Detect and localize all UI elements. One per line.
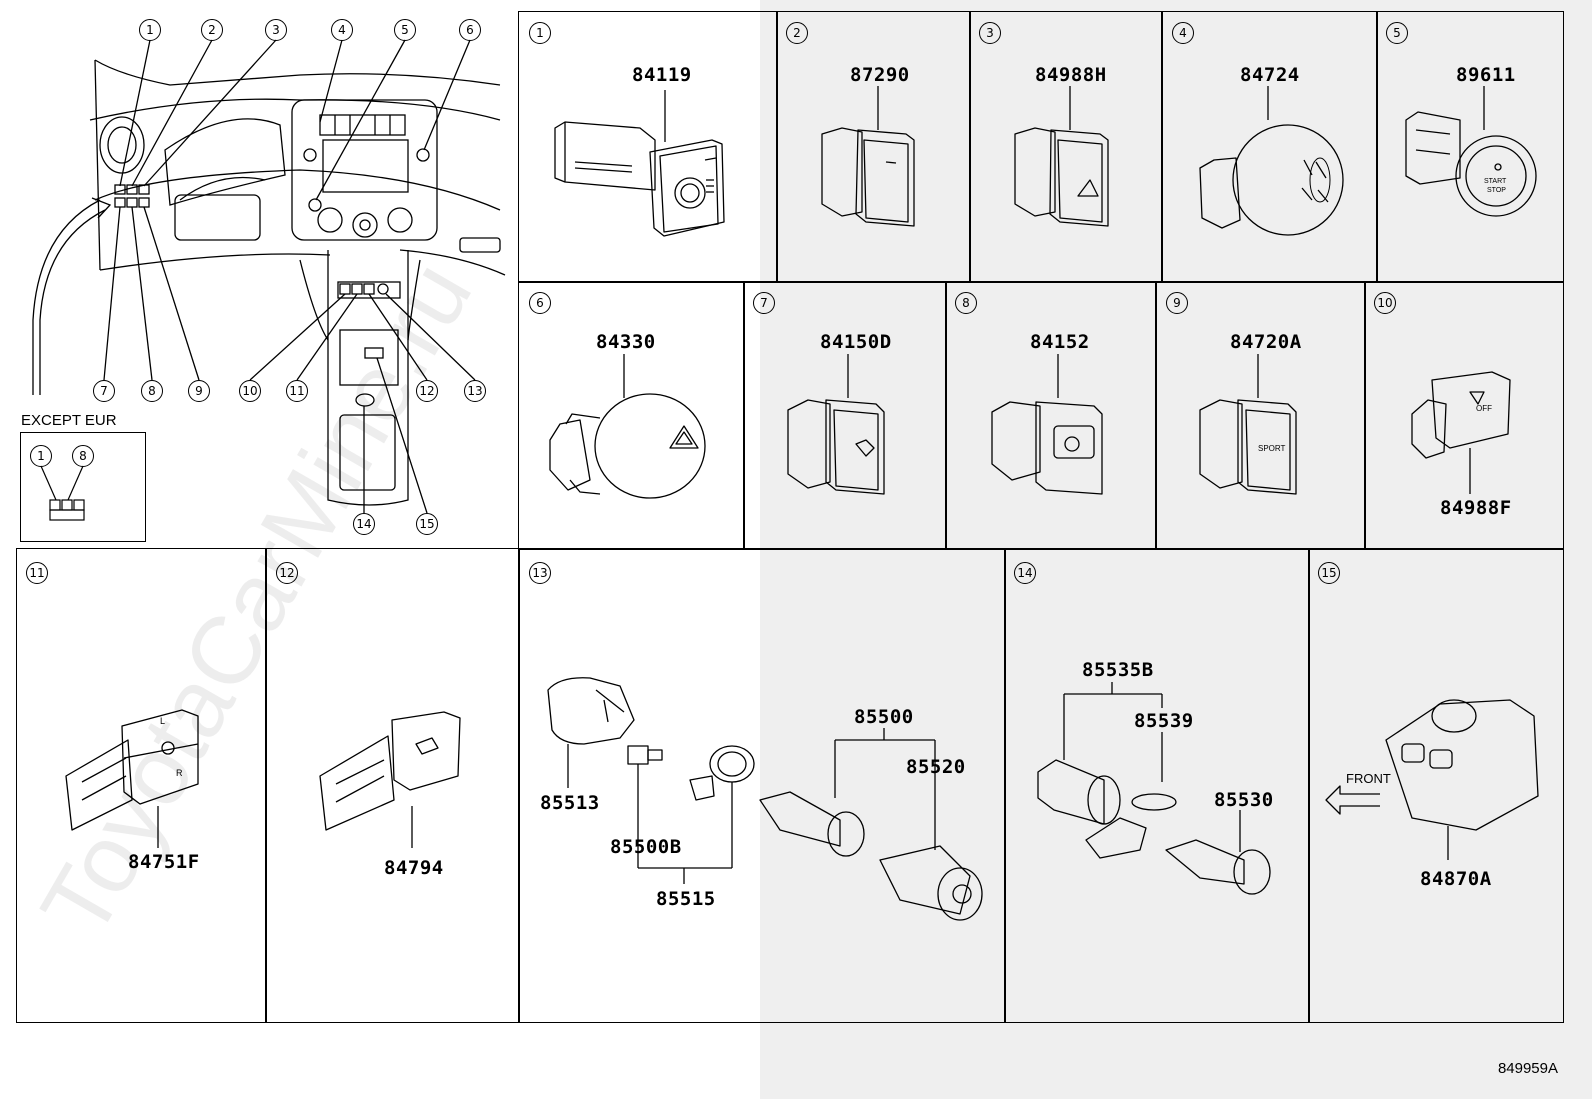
part-84751F: 84751F [128,851,200,873]
except-eur-box [20,432,146,542]
part-85535B: 85535B [1082,659,1154,681]
part-84150D: 84150D [820,331,892,353]
part-85500: 85500 [854,706,914,728]
overview-callout-15: 15 [416,513,438,535]
part-89611: 89611 [1456,64,1516,86]
overview-callout-11: 11 [286,380,308,402]
cell-12-index: 12 [276,562,298,584]
overview-callout-14: 14 [353,513,375,535]
cell-6 [518,281,745,550]
cell-15-index: 15 [1318,562,1340,584]
cell-9-index: 9 [1166,292,1188,314]
cell-9 [1155,281,1366,550]
cell-6-index: 6 [529,292,551,314]
overview-callout-12: 12 [416,380,438,402]
mirror-r-text: R [176,768,183,778]
cell-13 [518,548,1006,1023]
cell-4-index: 4 [1172,22,1194,44]
overview-callout-9: 9 [188,380,210,402]
cell-10-index: 10 [1374,292,1396,314]
cell-14 [1004,548,1310,1023]
cell-12 [265,548,520,1023]
part-87290: 87290 [850,64,910,86]
dashboard-overview-drawing [32,39,506,521]
overview-callout-5: 5 [394,19,416,41]
off-text: OFF [1476,404,1492,413]
part-84988H: 84988H [1035,64,1107,86]
mirror-l-text: L [160,716,166,726]
cell-3 [969,11,1163,283]
front-label: FRONT [1346,771,1391,786]
cell-8 [945,281,1157,550]
overview-callout-10: 10 [239,380,261,402]
cell-2-index: 2 [786,22,808,44]
part-84330: 84330 [596,331,656,353]
cell-10 [1364,281,1564,550]
except-callout-8: 8 [72,445,94,467]
cell-15 [1308,548,1564,1023]
cell-7-index: 7 [753,292,775,314]
cell-8-index: 8 [955,292,977,314]
start-stop-text-2: STOP [1487,187,1506,194]
part-84152: 84152 [1030,331,1090,353]
cell-5 [1376,11,1564,283]
except-eur-label: EXCEPT EUR [21,412,117,429]
part-85539: 85539 [1134,710,1194,732]
overview-callout-7: 7 [93,380,115,402]
part-85515: 85515 [656,888,716,910]
diagram-code: 849959A [1497,1060,1558,1077]
overview-callout-2: 2 [201,19,223,41]
part-85500B: 85500B [610,836,682,858]
overview-callout-3: 3 [265,19,287,41]
part-84720A: 84720A [1230,331,1302,353]
cell-4 [1161,11,1378,283]
cell-1-index: 1 [529,22,551,44]
except-callout-1: 1 [30,445,52,467]
cell-3-index: 3 [979,22,1001,44]
cell-7 [743,281,947,550]
cell-13-index: 13 [529,562,551,584]
overview-callout-1: 1 [139,19,161,41]
part-85520: 85520 [906,756,966,778]
part-84794: 84794 [384,857,444,879]
cell-2 [776,11,971,283]
start-stop-text-1: START [1484,178,1507,185]
part-84988F: 84988F [1440,497,1512,519]
part-84724: 84724 [1240,64,1300,86]
cell-1 [518,11,778,283]
cell-11-index: 11 [26,562,48,584]
overview-callout-6: 6 [459,19,481,41]
part-84870A: 84870A [1420,868,1492,890]
part-85513: 85513 [540,792,600,814]
cell-14-index: 14 [1014,562,1036,584]
overview-callout-13: 13 [464,380,486,402]
overview-callout-4: 4 [331,19,353,41]
sport-text: SPORT [1258,444,1286,453]
overview-callout-8: 8 [141,380,163,402]
cell-11 [16,548,267,1023]
part-85530: 85530 [1214,789,1274,811]
cell-5-index: 5 [1386,22,1408,44]
part-84119: 84119 [632,64,692,86]
